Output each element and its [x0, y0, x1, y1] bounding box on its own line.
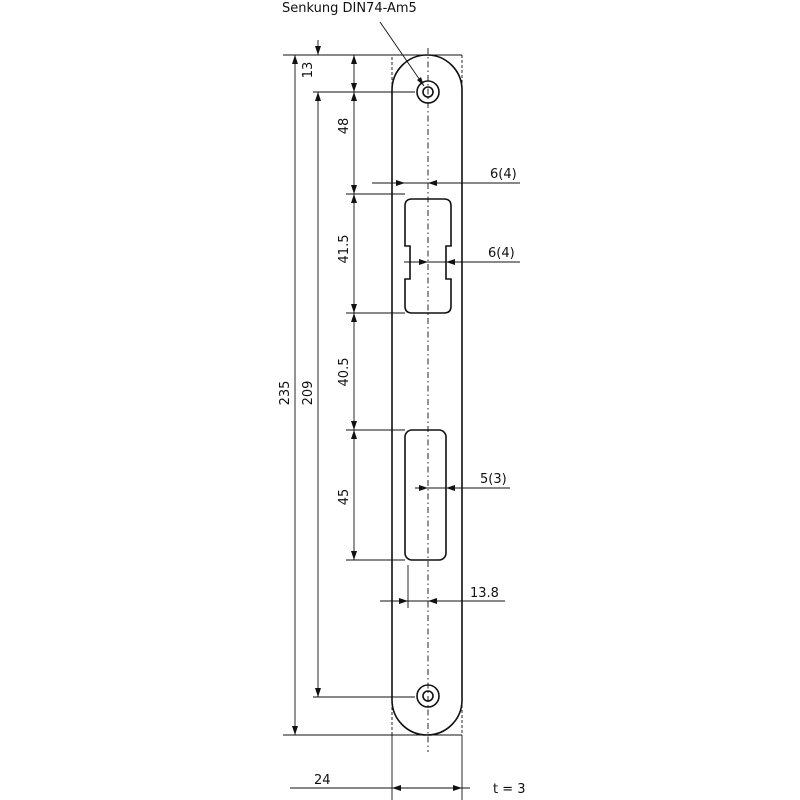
dimension-arrows [292, 46, 462, 791]
latch-slot-upper [404, 198, 452, 314]
dim-slot2-height: 45 [337, 489, 352, 506]
bottom-countersink-hole [416, 684, 440, 708]
countersink-label: Senkung DIN74-Am5 [282, 1, 417, 16]
dim-top-offset: 13 [301, 62, 316, 79]
thickness-label: t = 3 [493, 782, 526, 797]
countersink-leader-arrow [417, 77, 424, 86]
top-countersink-hole [416, 80, 440, 104]
dim-plate-width: 24 [314, 773, 331, 788]
bolt-slot-lower [404, 429, 447, 561]
dim-total-length: 235 [278, 381, 293, 406]
dim-slot1-width-top: 6(4) [490, 167, 517, 182]
dim-slot2-width: 5(3) [480, 472, 507, 487]
plate-envelope-hidden [391, 54, 463, 736]
plate-outline [391, 54, 463, 736]
dim-slot1-width-mid: 6(4) [488, 246, 515, 261]
dim-hole-spacing: 209 [301, 381, 316, 406]
dim-slot1-height: 41.5 [337, 235, 352, 264]
extension-lines [283, 54, 463, 800]
countersink-leader [379, 21, 425, 87]
dim-gap-40-5: 40.5 [337, 358, 352, 387]
dim-slot-offset: 13.8 [470, 586, 499, 601]
dim-spacing-48: 48 [337, 118, 352, 135]
